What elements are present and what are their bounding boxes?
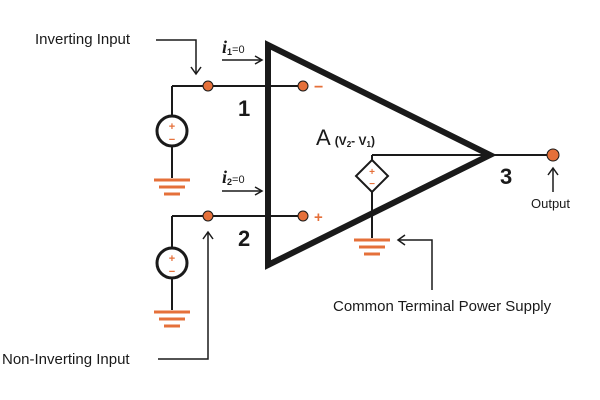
non-inverting-input-pointer <box>158 230 214 360</box>
ground-icon <box>354 238 390 256</box>
svg-text:−: − <box>169 134 175 146</box>
ground-icon <box>154 178 190 196</box>
non-inverting-input-node[interactable] <box>202 210 214 222</box>
common-terminal-pointer <box>396 234 433 290</box>
current-label-1: i1=0 <box>222 37 245 57</box>
non-inverting-input-label: Non-Inverting Input <box>2 351 130 368</box>
ground-icon <box>154 310 190 328</box>
output-node[interactable] <box>546 148 560 162</box>
inverting-input-wire <box>171 85 300 178</box>
current-arrow-2 <box>222 186 264 196</box>
current-arrow-1 <box>222 55 264 65</box>
voltage-source-2: + − <box>155 246 189 280</box>
plus-sign: + <box>314 209 323 226</box>
current-label-2: i2=0 <box>222 167 245 187</box>
pin-3-label: 3 <box>500 164 512 189</box>
output-pointer <box>547 166 559 192</box>
common-terminal-label: Common Terminal Power Supply <box>333 298 552 315</box>
non-inverting-pin-node <box>297 210 309 222</box>
pin-2-label: 2 <box>238 226 250 251</box>
dependent-source-wire <box>371 154 490 238</box>
svg-text:+: + <box>169 253 175 265</box>
non-inverting-input-wire <box>171 215 300 310</box>
minus-sign: − <box>314 79 323 96</box>
svg-text:−: − <box>369 179 375 190</box>
inverting-pin-node <box>297 80 309 92</box>
voltage-source-1: + − <box>155 114 189 148</box>
inverting-input-pointer <box>156 39 202 76</box>
gain-label: A(V2- V1) <box>316 125 375 150</box>
output-label: Output <box>531 196 570 211</box>
dependent-source-diamond: + − <box>354 158 390 194</box>
svg-text:−: − <box>169 266 175 278</box>
op-amp-triangle <box>265 40 497 270</box>
pin-1-label: 1 <box>238 96 250 121</box>
svg-text:+: + <box>369 167 375 178</box>
svg-text:+: + <box>169 121 175 133</box>
inverting-input-node[interactable] <box>202 80 214 92</box>
inverting-input-label: Inverting Input <box>35 31 131 48</box>
